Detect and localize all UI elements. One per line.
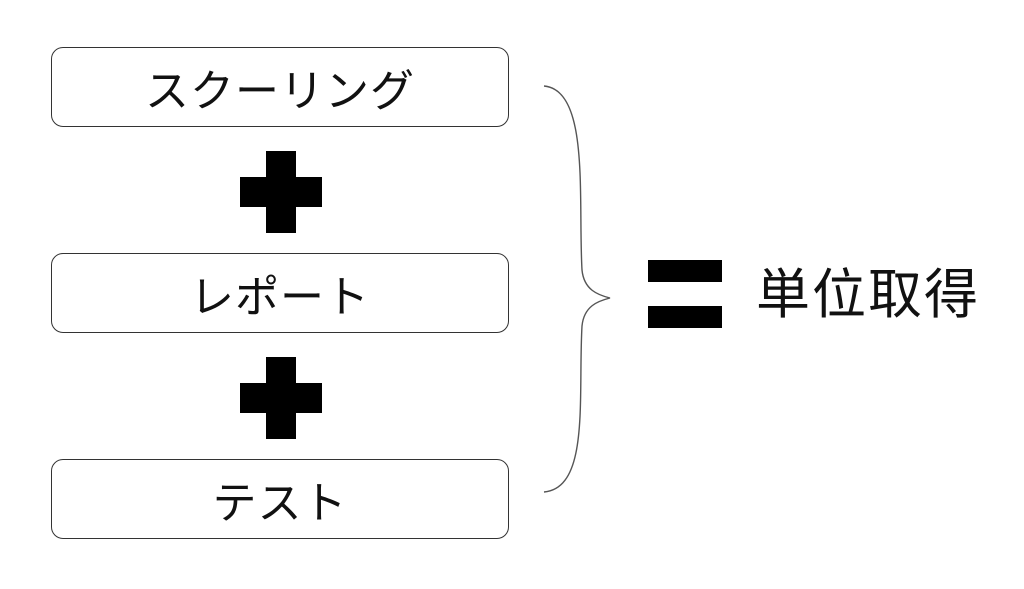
component-box-report: レポート <box>51 253 509 333</box>
equals-bar-bottom <box>648 306 722 328</box>
component-label-schooling: スクーリング <box>145 66 415 117</box>
component-box-schooling: スクーリング <box>51 47 509 127</box>
component-box-test: テスト <box>51 459 509 539</box>
plus-icon <box>240 151 322 233</box>
component-label-report: レポート <box>190 272 370 323</box>
plus-icon <box>240 357 322 439</box>
curly-brace-icon <box>543 85 611 493</box>
component-label-test: テスト <box>212 478 348 529</box>
equals-bar-top <box>648 260 722 282</box>
result-label: 単位取得 <box>756 263 980 326</box>
